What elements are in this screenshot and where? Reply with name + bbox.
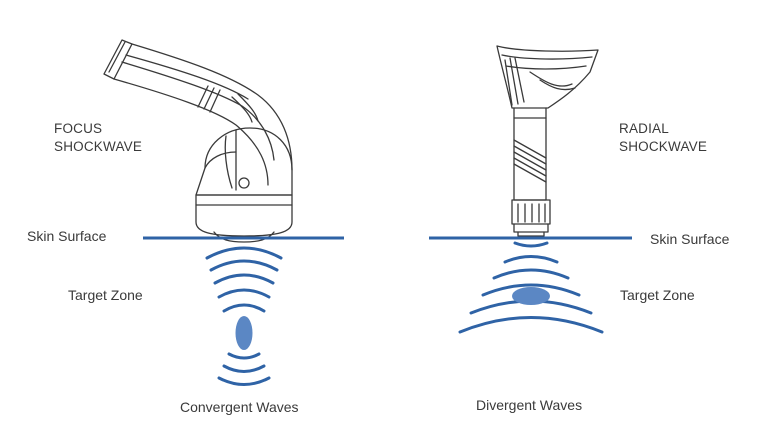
radial-shockwave-title: RADIAL SHOCKWAVE <box>619 120 707 156</box>
radial-applicator-device <box>496 45 599 237</box>
focus-title-line1: FOCUS <box>54 121 103 136</box>
skin-surface-label-left: Skin Surface <box>27 228 107 244</box>
skin-surface-label-right: Skin Surface <box>650 231 730 247</box>
focus-target-zone <box>235 316 253 350</box>
convergent-waves-label: Convergent Waves <box>180 399 299 415</box>
target-zone-label-left: Target Zone <box>68 287 143 303</box>
radial-target-zone <box>512 287 550 305</box>
divergent-waves-label: Divergent Waves <box>476 397 583 413</box>
focus-applicator-device <box>103 39 293 243</box>
focus-shockwave-title: FOCUS SHOCKWAVE <box>54 120 142 156</box>
radial-title-line2: SHOCKWAVE <box>619 139 708 154</box>
divergent-waves <box>458 241 604 334</box>
convergent-waves <box>205 246 283 386</box>
focus-title-line2: SHOCKWAVE <box>54 139 143 154</box>
radial-title-line1: RADIAL <box>619 121 669 136</box>
target-zone-label-right: Target Zone <box>620 287 695 303</box>
